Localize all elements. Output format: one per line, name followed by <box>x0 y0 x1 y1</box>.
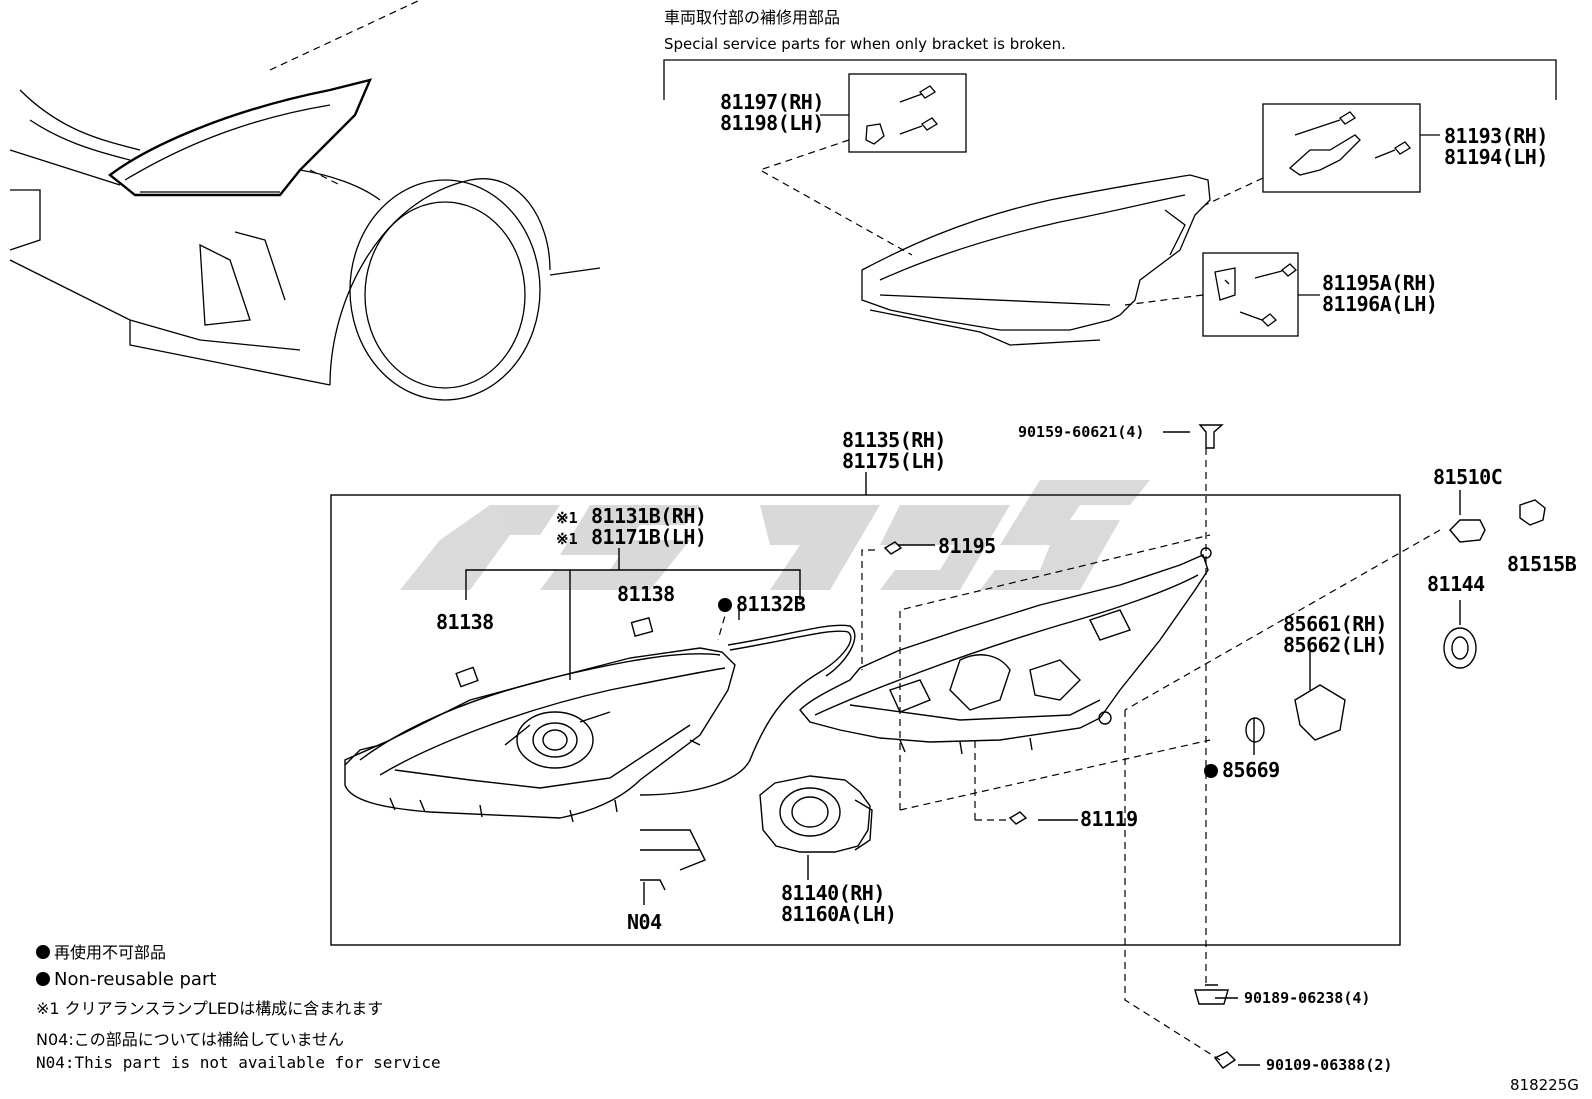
headlamp-lens-illustration <box>344 617 736 823</box>
label-85661: 85661(RH) <box>1283 612 1387 636</box>
projector-unit-illustration <box>759 775 873 853</box>
header-en: Special service parts for when only brac… <box>664 35 1066 53</box>
label-81119: 81119 <box>1080 807 1138 831</box>
label-81171b: 81171B(LH) <box>591 525 707 549</box>
label-81135: 81135(RH) <box>842 428 946 452</box>
label-85662: 85662(LH) <box>1283 633 1387 657</box>
small-parts-illustration <box>640 424 1546 1069</box>
headlamp-housing-illustration <box>799 547 1212 755</box>
label-81198: 81198(LH) <box>720 111 824 135</box>
dashed-leaders-main <box>717 448 1441 1061</box>
watermark-logo <box>400 480 1150 590</box>
label-81144: 81144 <box>1427 572 1485 596</box>
label-81197: 81197(RH) <box>720 90 824 114</box>
non-reusable-dot <box>718 598 732 612</box>
label-n04: N04 <box>627 910 662 934</box>
label-90159: 90159-60621(4) <box>1018 423 1145 441</box>
legend-note-1: ※1 クリアランスランプLEDは構成に含まれます <box>36 999 384 1018</box>
label-85669: 85669 <box>1204 760 1280 781</box>
legend-jp: 再使用不可部品 <box>36 943 166 963</box>
non-reusable-dot <box>1204 764 1218 778</box>
legend-n04-en: N04:This part is not available for servi… <box>36 1053 441 1072</box>
legend-dot <box>36 972 50 986</box>
gasket-wire-illustration <box>639 624 856 796</box>
label-81175: 81175(LH) <box>842 449 946 473</box>
mark-1-a: ※1 <box>556 509 578 527</box>
label-81138-b: 81138 <box>436 610 494 634</box>
label-81131b: 81131B(RH) <box>591 504 707 528</box>
legend-en: Non-reusable part <box>36 970 216 990</box>
mark-1-b: ※1 <box>556 530 578 548</box>
label-90189: 90189-06238(4) <box>1244 989 1371 1007</box>
service-bracket-group <box>663 59 1557 346</box>
label-81194: 81194(LH) <box>1444 145 1548 169</box>
label-81515b: 81515B <box>1507 552 1577 576</box>
label-81196a: 81196A(LH) <box>1322 292 1438 316</box>
label-81193: 81193(RH) <box>1444 124 1548 148</box>
header-jp: 車両取付部の補修用部品 <box>664 8 841 27</box>
car-front-illustration <box>9 78 601 401</box>
label-81132b: 81132B <box>718 594 806 615</box>
label-81140: 81140(RH) <box>781 881 885 905</box>
figure-id: 818225G <box>1510 1076 1579 1094</box>
label-90109: 90109-06388(2) <box>1266 1056 1393 1074</box>
label-81195a: 81195A(RH) <box>1322 271 1438 295</box>
main-assembly-box <box>330 431 1461 1066</box>
label-81160a: 81160A(LH) <box>781 902 897 926</box>
label-81510c: 81510C <box>1433 465 1503 489</box>
dashed-leaders-car <box>269 0 421 186</box>
dashed-leaders-top <box>758 139 1264 306</box>
label-81138-a: 81138 <box>617 582 675 606</box>
label-81195: 81195 <box>938 534 996 558</box>
legend-n04-jp: N04:この部品については補給していません <box>36 1030 344 1049</box>
legend-dot <box>36 945 50 959</box>
